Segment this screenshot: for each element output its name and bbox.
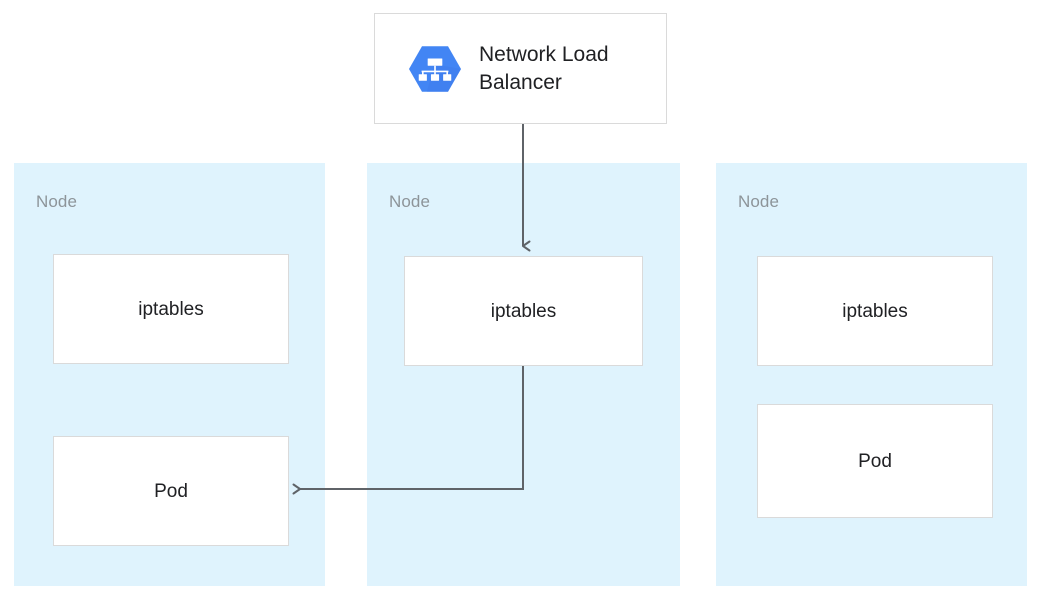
node-1-iptables-label: iptables — [138, 298, 204, 320]
node-1-pod-box: Pod — [53, 436, 289, 546]
node-1-pod-label: Pod — [154, 480, 188, 502]
node-2-iptables-label: iptables — [490, 300, 557, 322]
node-label-3: Node — [738, 192, 780, 211]
node-3-iptables-box: iptables — [757, 256, 993, 366]
network-load-balancer-icon — [409, 45, 461, 92]
node-1-iptables-box: iptables — [53, 254, 289, 364]
network-load-balancer-card: Network Load Balancer — [374, 13, 667, 124]
node-3-pod-box: Pod — [757, 404, 993, 518]
node-label-1: Node — [36, 192, 78, 211]
node-label-2: Node — [389, 192, 431, 211]
node-panel-3: Node — [716, 163, 1027, 586]
node-panel-2: Node — [367, 163, 680, 586]
network-load-balancer-title: Network Load Balancer — [479, 42, 609, 94]
node-3-iptables-label: iptables — [842, 300, 908, 322]
node-3-pod-label: Pod — [858, 450, 892, 472]
node-2-iptables-box: iptables — [404, 256, 643, 366]
